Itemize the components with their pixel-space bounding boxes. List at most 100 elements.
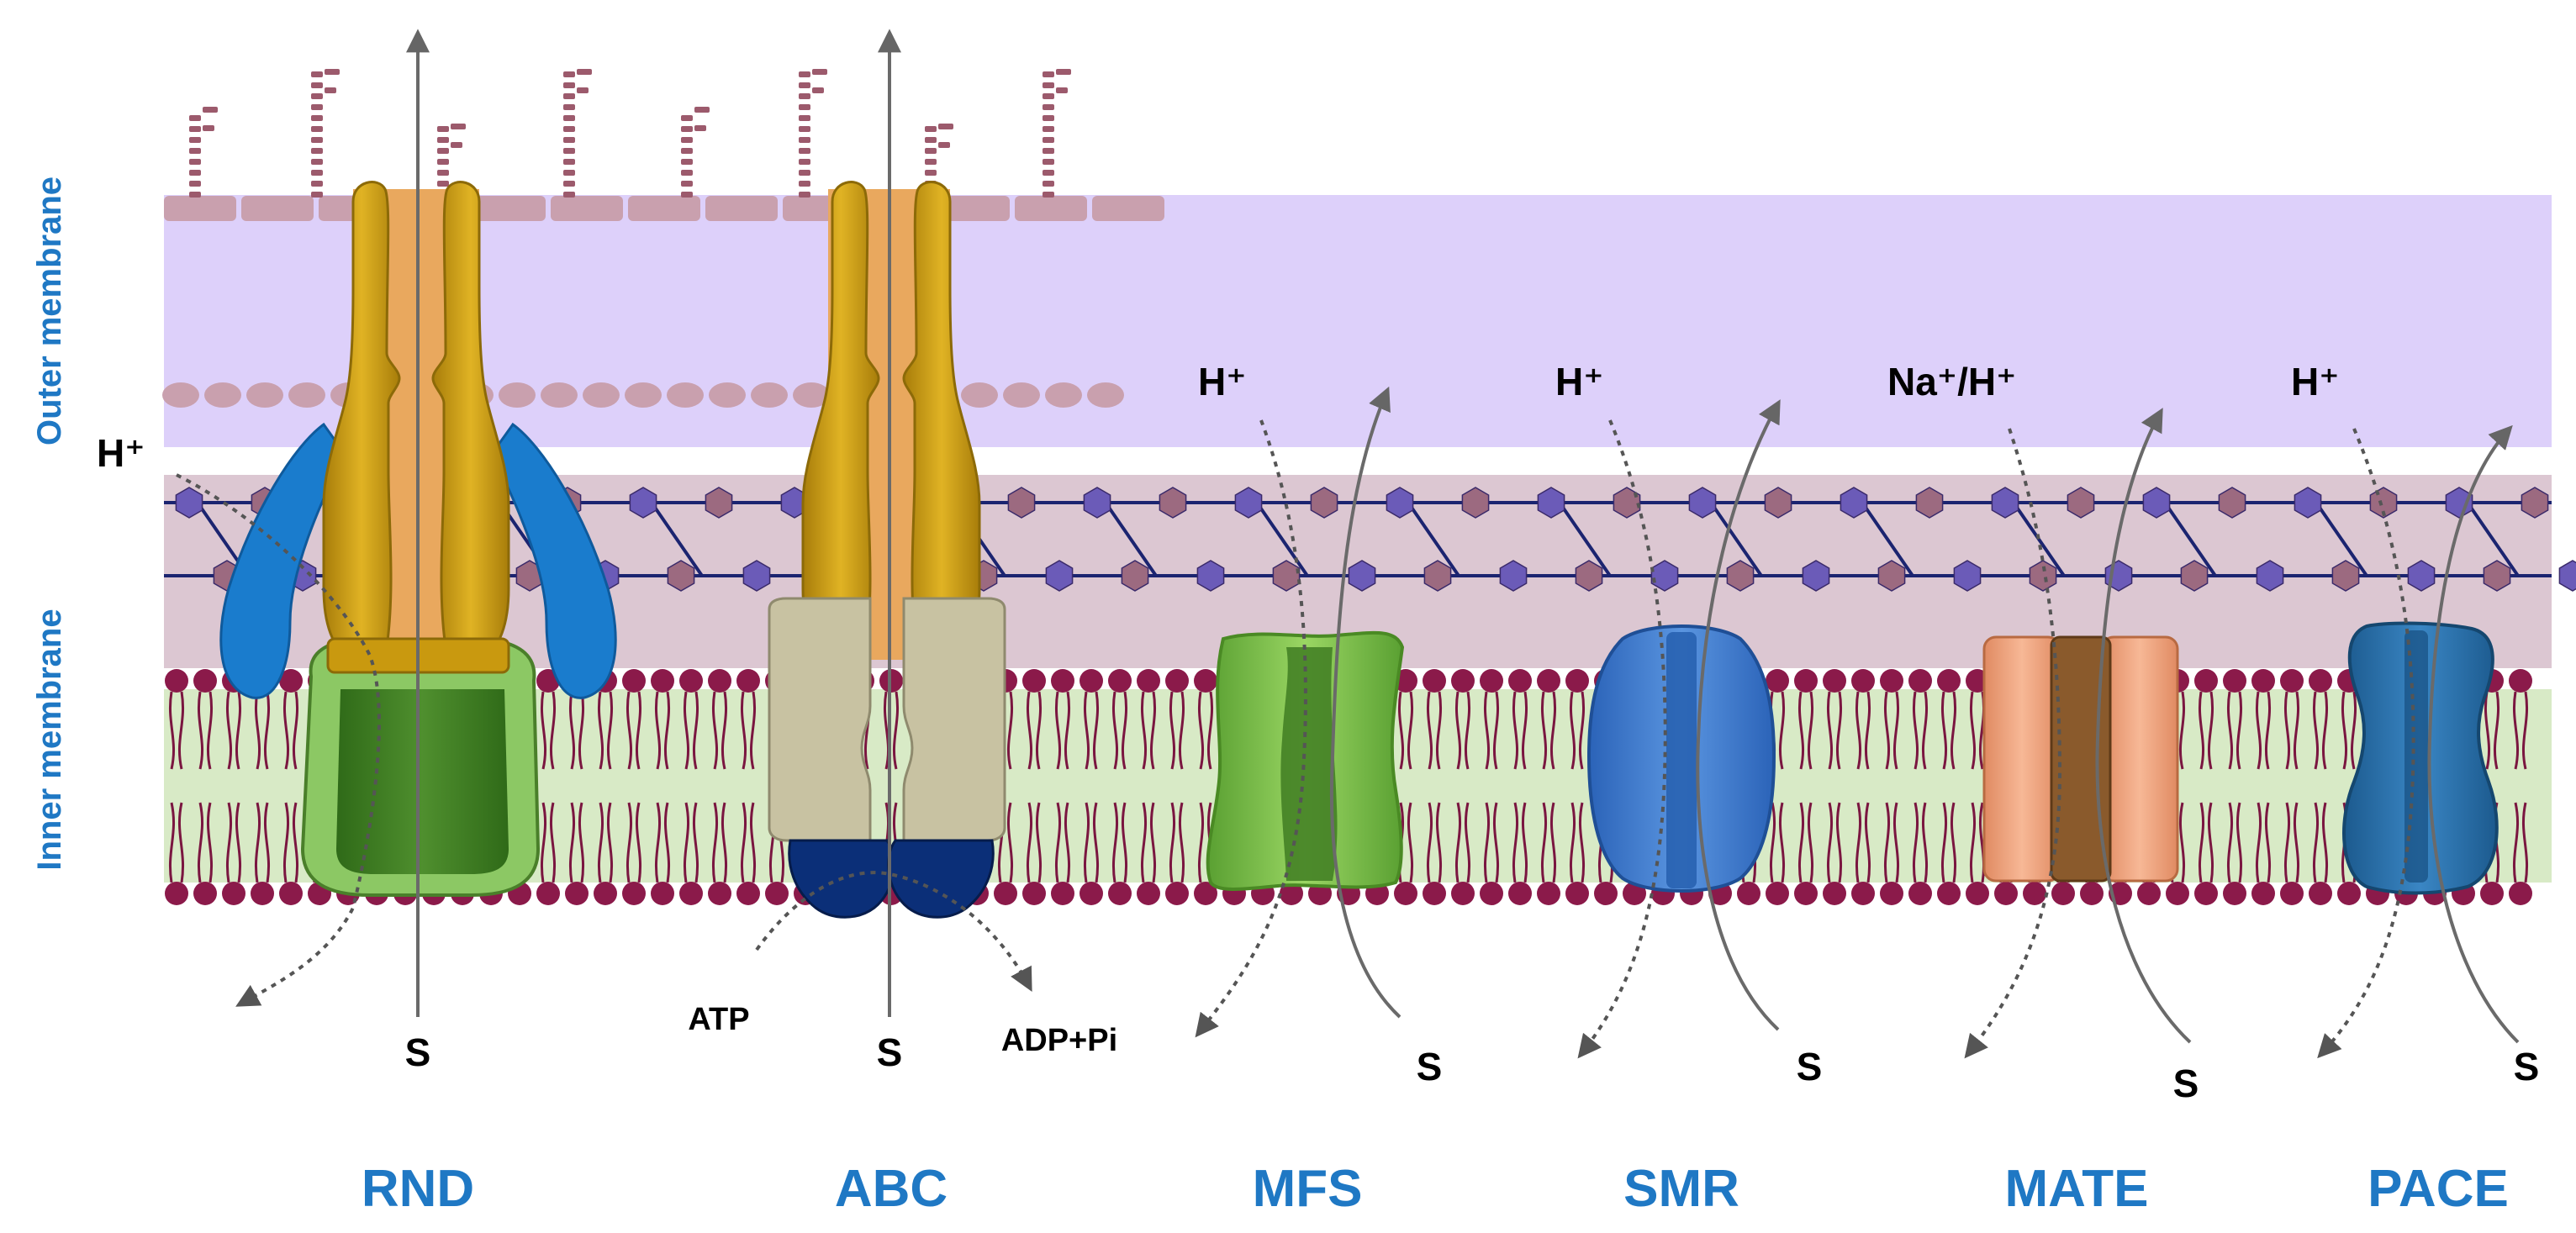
inner-membrane-label: Inner membrane	[31, 609, 68, 870]
atp-label: ATP	[688, 1002, 749, 1037]
om-lipid-bead	[499, 382, 536, 408]
pg-sugar	[2558, 560, 2576, 592]
pg-crosslink	[1407, 501, 1460, 577]
family-label-abc: ABC	[835, 1160, 948, 1218]
phospholipid-pair	[1766, 669, 1789, 905]
pg-sugar	[1991, 487, 2019, 519]
mate-ion-arrow	[1964, 428, 2062, 1059]
pg-crosslink	[1861, 501, 1914, 577]
pg-sugar	[2067, 487, 2095, 519]
pg-sugar	[1461, 487, 1490, 519]
phospholipid-pair	[1051, 669, 1074, 905]
pg-crosslink	[2012, 501, 2066, 577]
phospholipid-pair	[165, 669, 188, 905]
phospholipid-pair	[736, 669, 760, 905]
phospholipid-pair	[2251, 669, 2275, 905]
pg-sugar	[1386, 487, 1414, 519]
phospholipid-pair	[1823, 669, 1846, 905]
pg-sugar	[629, 487, 657, 519]
pg-sugar	[1159, 487, 1187, 519]
pg-sugar	[1045, 560, 1074, 592]
pace-channel	[2404, 630, 2428, 883]
pg-sugar	[2218, 487, 2246, 519]
mfs-ion-label: H⁺	[1198, 360, 1247, 403]
phospholipid-pair	[1508, 669, 1532, 905]
phospholipid-pair	[1108, 669, 1132, 905]
phospholipid-pair	[1937, 669, 1961, 905]
pg-sugar	[1121, 560, 1149, 592]
lps-base-segment	[1015, 196, 1087, 221]
om-lipid-bead	[583, 382, 620, 408]
mfs-core	[1280, 647, 1338, 881]
abc-tolc-right	[902, 181, 981, 664]
om-lipid-bead	[709, 382, 746, 408]
phospholipid-pair	[1537, 669, 1560, 905]
om-lipid-bead	[1045, 382, 1082, 408]
phospholipid-pair	[1908, 669, 1932, 905]
smr-substrate-arrow	[1696, 399, 1781, 1031]
mfs-substrate-label: S	[1417, 1045, 1443, 1088]
pg-sugar	[1764, 487, 1792, 519]
pg-crosslink	[1558, 501, 1612, 577]
pg-crosslink	[2163, 501, 2217, 577]
mfs-substrate-arrow	[1329, 386, 1401, 1019]
phospholipid-pair	[2309, 669, 2332, 905]
abc-substrate-label: S	[877, 1030, 903, 1074]
pg-sugar	[1083, 487, 1111, 519]
phospholipid-pair	[2280, 669, 2304, 905]
rnd-adaptor-right	[490, 422, 617, 699]
mate-ion-label: Na⁺/H⁺	[1887, 360, 2016, 403]
pg-sugar	[1688, 487, 1717, 519]
rnd-substrate-label: S	[405, 1030, 431, 1074]
mate-cylinder-right	[2100, 635, 2179, 883]
pace-substrate-label: S	[2514, 1045, 2540, 1088]
pg-sugar	[2407, 560, 2436, 592]
om-lipid-bead	[793, 382, 830, 408]
phospholipid-pair	[1851, 669, 1875, 905]
phospholipid-pair	[279, 669, 303, 905]
lps-base-segment	[164, 196, 236, 221]
smr-substrate-label: S	[1797, 1045, 1823, 1088]
pg-sugar	[1802, 560, 1830, 592]
pg-sugar	[1007, 487, 1036, 519]
om-lipid-bead	[246, 382, 283, 408]
pg-crosslink	[650, 501, 704, 577]
abc-membrane-domain-left	[768, 597, 872, 842]
pace-ion-label: H⁺	[2291, 360, 2340, 403]
phospholipid-pair	[1079, 669, 1103, 905]
rnd-proton-arrow	[176, 473, 381, 1007]
smr-transporter	[1586, 624, 1776, 893]
lps-base-segment	[937, 196, 1010, 221]
om-lipid-bead	[625, 382, 662, 408]
om-lipid-bead	[204, 382, 241, 408]
flow-arrows	[176, 29, 2520, 1059]
lps-base-segment	[705, 196, 778, 221]
phospholipid-pair	[1165, 669, 1189, 905]
pg-sugar	[1613, 487, 1641, 519]
pg-sugar	[667, 560, 695, 592]
pg-sugar	[1499, 560, 1528, 592]
pg-crosslink	[2315, 501, 2368, 577]
outer-membrane-band	[164, 195, 2552, 447]
om-lipid-bead	[288, 382, 325, 408]
om-lipid-bead	[667, 382, 704, 408]
phospholipid-pair	[1451, 669, 1475, 905]
pg-crosslink	[2466, 501, 2520, 577]
phospholipid-pair	[2509, 669, 2532, 905]
rnd-ion-label: H⁺	[97, 431, 145, 475]
phospholipid-pair	[193, 669, 217, 905]
mate-cylinder-left	[1982, 635, 2061, 883]
abc-tolc-left	[801, 181, 880, 664]
lps-chains	[189, 69, 1071, 198]
family-label-mfs: MFS	[1253, 1160, 1363, 1218]
pg-sugar	[2521, 487, 2549, 519]
lps-chain	[681, 107, 710, 198]
smr-ion-label: H⁺	[1555, 360, 1604, 403]
pg-crosslink	[1104, 501, 1158, 577]
pg-sugar	[2483, 560, 2511, 592]
rnd-tolc-right	[431, 181, 510, 664]
phospholipid-pair	[2194, 669, 2218, 905]
